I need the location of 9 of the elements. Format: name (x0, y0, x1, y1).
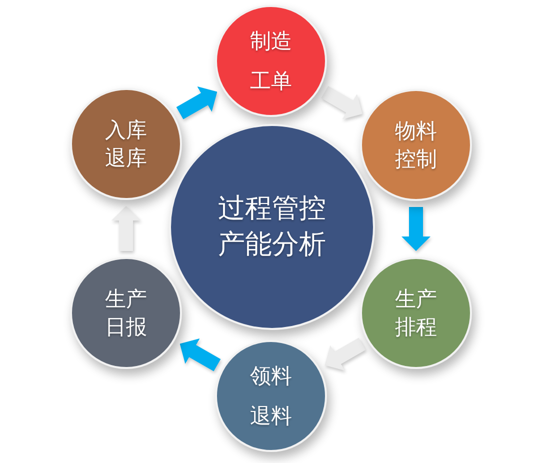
node-label: 生产日报 (104, 286, 148, 341)
arrow (401, 207, 431, 251)
node-label: 领料退料 (248, 363, 293, 430)
node-label: 生产排程 (394, 286, 438, 341)
arrow (111, 206, 141, 251)
node-label: 物料控制 (394, 118, 438, 173)
node-label: 过程管控产能分析 (217, 192, 327, 262)
node-label: 制造工单 (248, 28, 293, 95)
node-label: 入库退库 (104, 117, 148, 172)
